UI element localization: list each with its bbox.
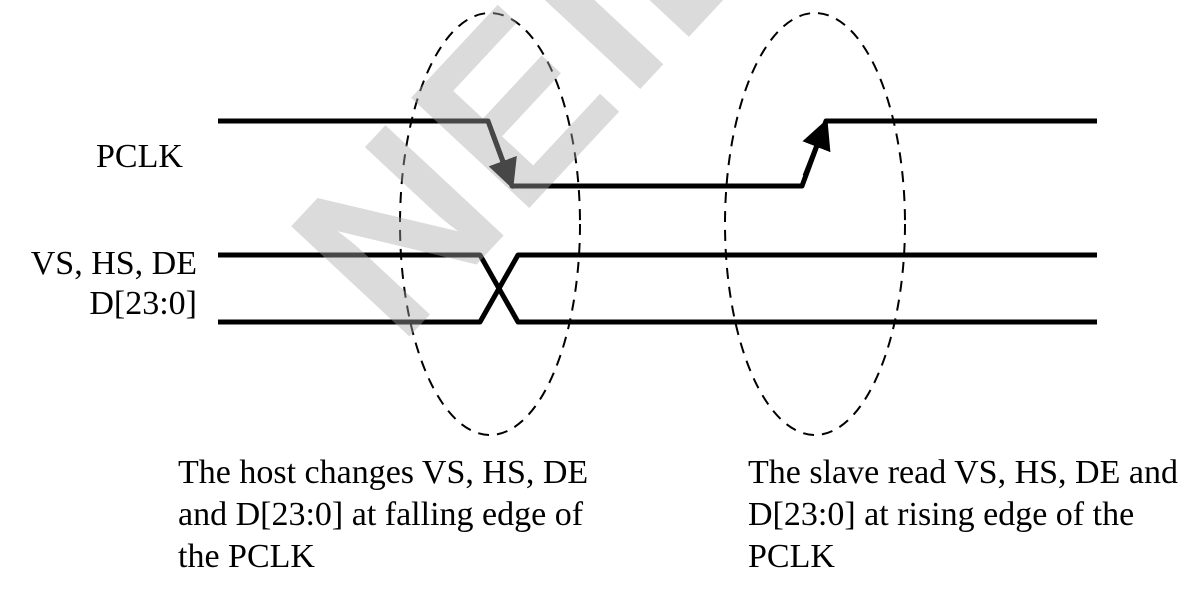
- falling-edge-highlight-ellipse: [399, 12, 581, 436]
- pclk-label: PCLK: [96, 138, 183, 175]
- data-bus-lower-line: [218, 252, 1097, 325]
- falling-edge-arrow: [488, 131, 517, 190]
- rising-edge-arrow: [802, 118, 831, 177]
- data-signals-label-line1: VS, HS, DE: [30, 245, 197, 282]
- data-bus-upper-line: [218, 252, 1097, 325]
- data-signals-label: VS, HS, DE D[23:0]: [31, 244, 197, 324]
- host-caption: The host changes VS, HS, DE and D[23:0] …: [178, 454, 589, 575]
- rising-edge-highlight-ellipse: [724, 12, 906, 436]
- slave-caption: The slave read VS, HS, DE and D[23:0] at…: [748, 454, 1178, 575]
- pclk-waveform: [218, 118, 1097, 189]
- data-signals-label-line2: D[23:0]: [89, 285, 197, 322]
